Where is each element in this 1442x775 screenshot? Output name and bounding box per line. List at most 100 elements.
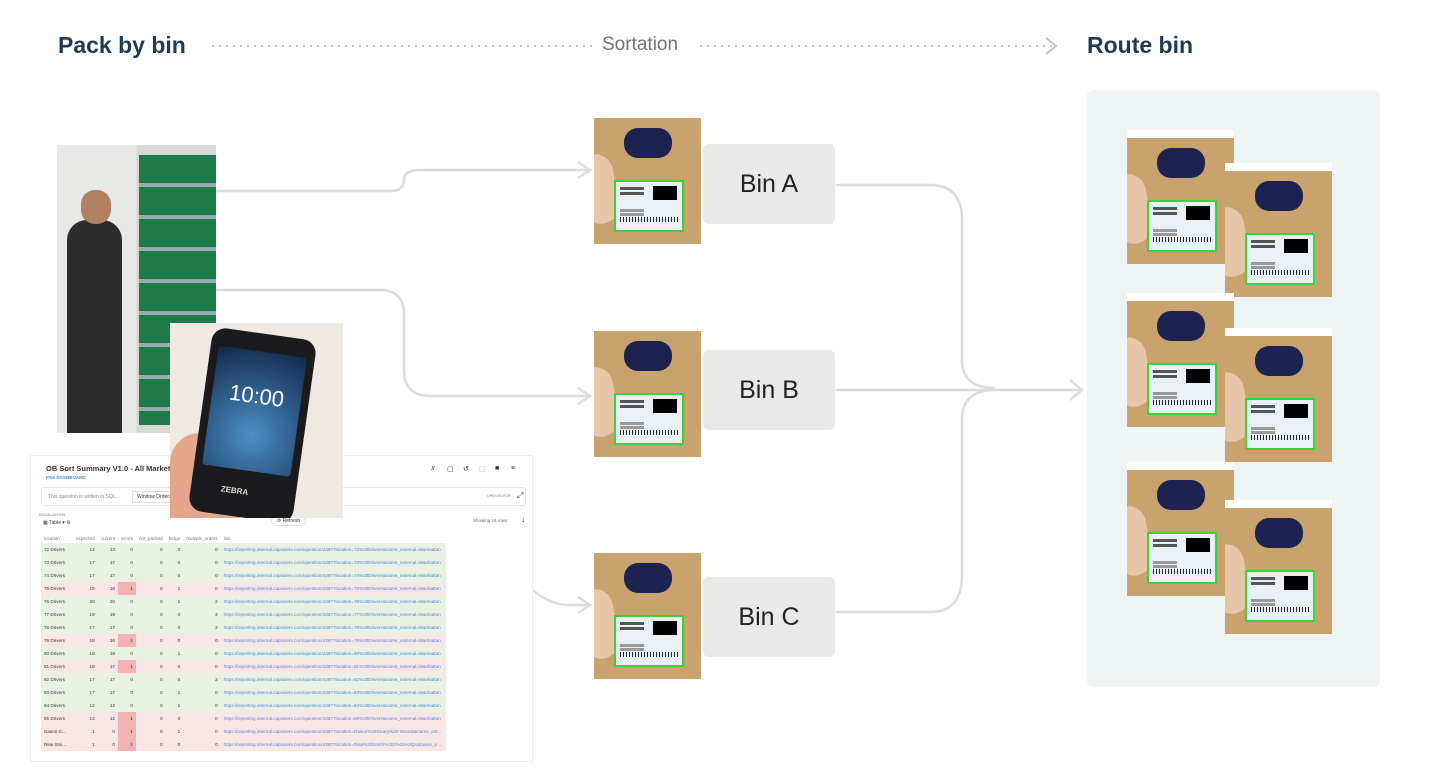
save-icon[interactable]: ■ [495,465,500,472]
table-cell: 0 [135,595,166,608]
column-header[interactable]: expected [76,535,95,541]
row-link[interactable]: https://reporting.internal.capsulerx.com… [220,660,446,673]
bin-label-box: Bin A [703,144,835,224]
table-cell: 1 [117,582,136,595]
shipping-label [614,615,684,667]
variables-icon[interactable]: 𝑥 [431,465,435,472]
table-cell: 74 Drivers [41,569,73,582]
table-cell: 0 [135,621,166,634]
table-cell: 0 [135,608,166,621]
menu-icon[interactable]: ≡ [511,465,516,472]
table-cell: 17 [97,686,118,699]
table-cell: 0 [183,699,221,712]
table-cell: 1 [117,712,136,725]
sort-summary-report: OB Sort Summary V1.0 - All Markets PSA D… [30,455,533,762]
table-cell: 0 [97,725,118,738]
row-link[interactable]: https://reporting.internal.capsulerx.com… [220,686,446,699]
table-cell: 0 [165,608,184,621]
table-cell: 0 [183,647,221,660]
collection-link[interactable]: PSA DASHBOARD [46,475,86,480]
row-link[interactable]: https://reporting.internal.capsulerx.com… [220,556,446,569]
column-header[interactable]: multiple_orders [186,535,218,541]
connector-bin-c-to-route [836,388,996,614]
table-cell: 76 Drivers [41,595,73,608]
row-link[interactable]: https://reporting.internal.capsulerx.com… [220,569,446,582]
open-editor-button[interactable]: OPEN EDITOR [487,494,512,498]
table-cell: 72 Drivers [41,543,73,556]
add-to-dashboard-icon[interactable]: ▢ [447,466,454,473]
table-cell: 0 [135,634,166,647]
table-cell: 0 [117,686,136,699]
table-cell: 0 [97,738,118,751]
shipping-label [614,393,684,445]
table-cell: 1 [117,634,136,647]
table-cell: 18 [73,660,98,673]
table-cell: 0 [165,634,184,647]
sql-note: This question is written in SQL. [48,494,117,500]
table-cell: 1 [165,647,184,660]
table-cell: 0 [135,712,166,725]
column-header[interactable]: current [100,535,115,541]
table-cell: 0 [135,699,166,712]
column-header[interactable]: link [223,535,231,541]
row-link[interactable]: https://reporting.internal.capsulerx.com… [220,699,446,712]
table-cell: 2 [183,621,221,634]
row-link[interactable]: https://reporting.internal.capsulerx.com… [220,673,446,686]
column-header[interactable]: fridge [168,535,181,541]
routed-package-photo [1225,328,1332,462]
row-link[interactable]: https://reporting.internal.capsulerx.com… [220,621,446,634]
zebra-logo: ZEBRA [220,484,249,498]
table-cell: 0 [117,621,136,634]
row-link[interactable]: https://reporting.internal.capsulerx.com… [220,725,446,738]
table-cell: 0 [135,725,166,738]
table-cell: 85 Drivers [41,712,73,725]
row-link[interactable]: https://reporting.internal.capsulerx.com… [220,647,446,660]
table-cell: 17 [97,660,118,673]
row-link[interactable]: https://reporting.internal.capsulerx.com… [220,608,446,621]
shipping-label [1245,398,1315,450]
flow-arrow-head [1045,37,1058,55]
row-link[interactable]: https://reporting.internal.capsulerx.com… [220,595,446,608]
row-link[interactable]: https://reporting.internal.capsulerx.com… [220,738,446,751]
viz-type-select[interactable]: ▦ Table ▾ ⚙ [43,520,71,526]
shipping-label [1147,200,1217,252]
connector-bin-a-to-route [836,183,996,390]
column-header[interactable]: not_packed [138,535,163,541]
bookmark-icon[interactable]: ▢ [479,466,486,473]
table-cell: 1 [165,699,184,712]
row-link[interactable]: https://reporting.internal.capsulerx.com… [220,634,446,647]
column-header[interactable]: location [44,535,60,541]
column-header[interactable]: errors [120,535,133,541]
table-cell: 1 [117,660,136,673]
table-cell: 0 [117,608,136,621]
table-cell: 1 [73,725,98,738]
row-link[interactable]: https://reporting.internal.capsulerx.com… [220,582,446,595]
table-cell: 0 [135,673,166,686]
table-cell: 20 [73,595,98,608]
table-cell: 16 [97,634,118,647]
table-cell: 17 [73,686,98,699]
row-link[interactable]: https://reporting.internal.capsulerx.com… [220,712,446,725]
bin-package-photo [594,110,701,244]
shipping-label [1147,532,1217,584]
history-icon[interactable]: ↺ [463,466,469,473]
routed-package-photo [1127,130,1234,264]
table-cell: 0 [117,556,136,569]
expand-icon[interactable]: ⤢ [517,491,524,500]
table-cell: 17 [97,673,118,686]
table-cell: 1 [165,595,184,608]
table-cell: 0 [183,543,221,556]
table-cell: 13 [73,712,98,725]
table-cell: 0 [135,686,166,699]
row-link[interactable]: https://reporting.internal.capsulerx.com… [220,543,446,556]
download-icon[interactable]: ↓ [521,515,525,524]
table-cell: 0 [165,569,184,582]
table-cell: 12 [73,699,98,712]
